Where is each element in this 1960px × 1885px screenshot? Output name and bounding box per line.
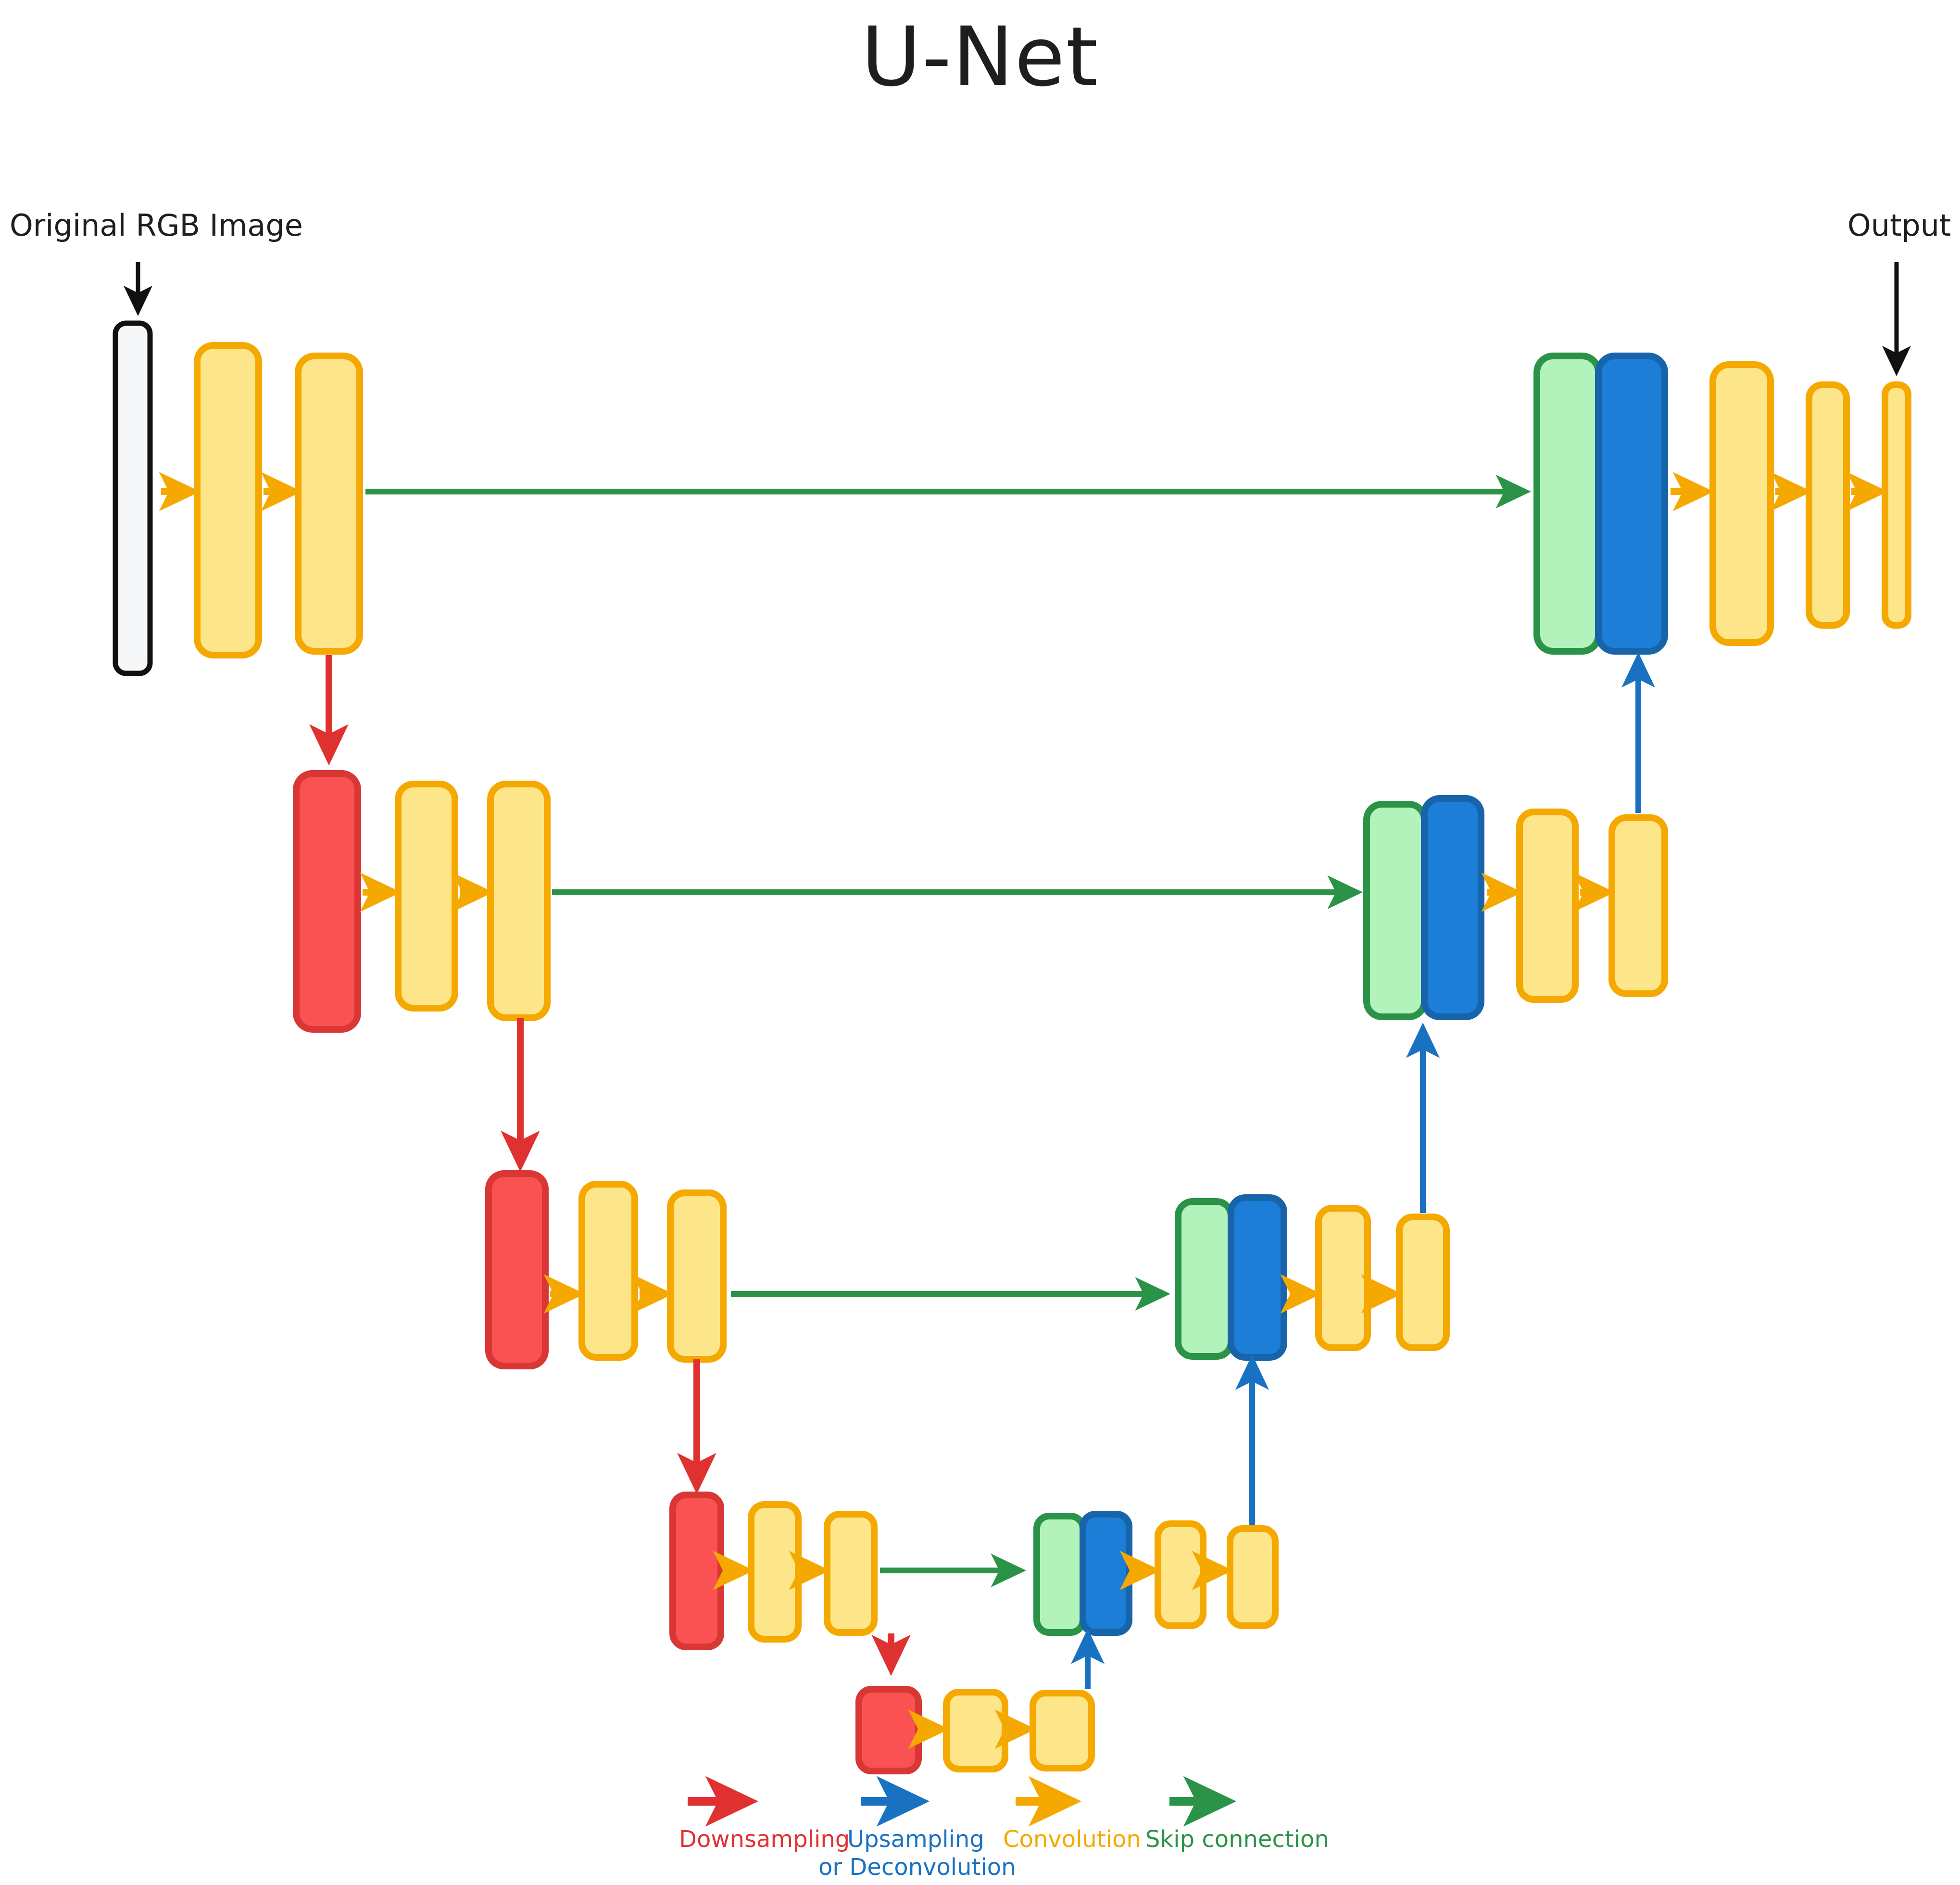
conv-block-l1-e2 — [295, 353, 363, 655]
legend-skip-label: Skip connection — [1145, 1826, 1329, 1853]
downsample-block-l2 — [293, 770, 361, 1033]
conv-block-bottleneck-2 — [1030, 1690, 1095, 1771]
downsample-block-l3 — [485, 1170, 549, 1369]
level-2-group — [293, 652, 1668, 1033]
output-label: Output — [1847, 208, 1951, 243]
concat-block-l1-skip — [1533, 353, 1602, 655]
conv-block-l4-e1 — [748, 1501, 802, 1643]
page-title: U-Net — [861, 10, 1099, 105]
conv-block-l3-e1 — [578, 1181, 638, 1361]
conv-block-l4-e2 — [824, 1511, 878, 1636]
conv-block-l2-d2 — [1608, 814, 1668, 997]
input-image-block — [113, 320, 153, 676]
level-1-group: Original RGB Image Output — [10, 208, 1951, 676]
concat-block-l4-upsampled — [1080, 1511, 1132, 1636]
bottleneck-group — [855, 1629, 1105, 1774]
conv-block-l3-e2 — [667, 1189, 727, 1363]
legend-upsampling-label-line1: Upsampling — [847, 1826, 984, 1853]
conv-block-l1-e1 — [194, 342, 262, 658]
input-label: Original RGB Image — [10, 208, 303, 243]
concat-block-l3-skip — [1175, 1198, 1234, 1360]
conv-block-l2-e2 — [487, 781, 551, 1021]
concat-block-l3-upsampled — [1228, 1194, 1287, 1361]
level-4-group — [669, 1354, 1279, 1650]
conv-block-l3-d1 — [1315, 1205, 1371, 1351]
conv-block-l1-d1 — [1709, 361, 1774, 646]
conv-block-l4-d1 — [1155, 1520, 1206, 1629]
legend-downsampling-label: Downsampling — [679, 1826, 850, 1853]
conv-block-l1-d2 — [1806, 381, 1850, 629]
conv-block-l2-d1 — [1516, 809, 1579, 1003]
concat-block-l2-upsampled — [1421, 795, 1484, 1020]
legend-group: Downsampling Upsampling or Deconvolution… — [679, 1776, 1329, 1881]
level-3-group — [485, 1018, 1450, 1369]
concat-block-l2-skip — [1363, 801, 1428, 1020]
conv-block-l3-d2 — [1396, 1214, 1450, 1351]
output-block — [1882, 381, 1911, 629]
legend-upsampling-label-line2: or Deconvolution — [818, 1854, 1016, 1881]
downsample-block-bottleneck — [855, 1686, 922, 1774]
conv-block-l2-e1 — [395, 781, 458, 1012]
conv-block-bottleneck-1 — [943, 1689, 1008, 1772]
legend-convolution-label: Convolution — [1003, 1826, 1141, 1853]
concat-block-l1-upsampled — [1595, 353, 1668, 655]
conv-block-l4-d2 — [1227, 1525, 1279, 1629]
downsample-block-l4 — [669, 1492, 724, 1650]
concat-block-l4-skip — [1033, 1513, 1086, 1636]
